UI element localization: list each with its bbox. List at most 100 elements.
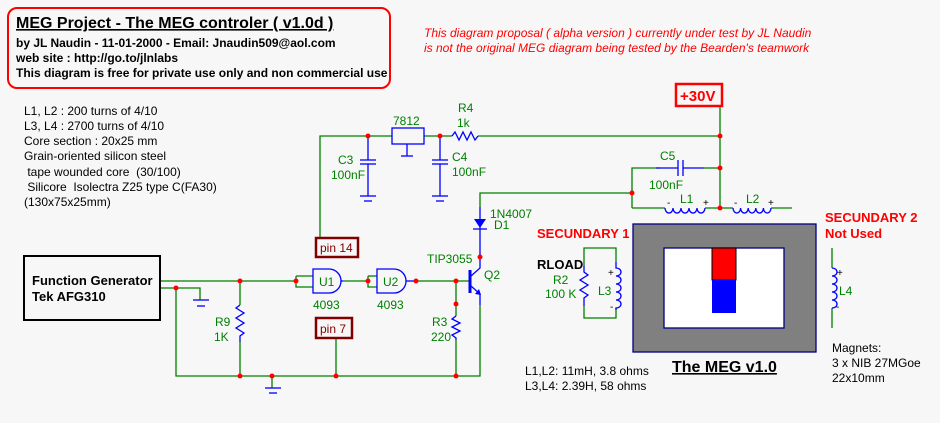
label-d1: D1 — [494, 218, 510, 232]
function-generator-label: Function Generator — [32, 273, 153, 288]
magnet-south — [712, 280, 736, 313]
magnets-note: 22x10mm — [832, 371, 885, 385]
disclaimer-line: This diagram proposal ( alpha version ) … — [424, 26, 812, 40]
label-l2: L2 — [746, 192, 760, 206]
junction-dot — [453, 373, 459, 379]
label-7812: 7812 — [393, 114, 420, 128]
label-r3-value: 220 — [431, 330, 451, 344]
junction-dot — [413, 278, 419, 284]
label-u2: U2 — [383, 275, 399, 289]
magnet-north — [711, 247, 737, 281]
capacitor-c4 — [432, 136, 448, 202]
l3-minus: - — [610, 302, 613, 313]
secondary2-status: Not Used — [825, 226, 882, 241]
label-q2-part: TIP3055 — [427, 252, 473, 266]
ground-icon — [193, 299, 209, 307]
pin14-label: pin 14 — [320, 241, 353, 255]
label-u1-part: 4093 — [313, 298, 340, 312]
junction-nodes — [173, 133, 723, 379]
resistor-r2 — [578, 266, 590, 306]
resistor-r9 — [234, 304, 246, 342]
label-r4: R4 — [458, 101, 474, 115]
gate-u1 — [312, 268, 342, 294]
label-r3: R3 — [432, 315, 448, 329]
resistor-r3 — [450, 315, 462, 340]
rload-label: RLOAD — [537, 257, 583, 272]
disclaimer-line: is not the original MEG diagram being te… — [424, 41, 810, 55]
label-l3: L3 — [598, 284, 612, 298]
junction-dot — [477, 254, 483, 260]
junction-dot — [437, 133, 443, 139]
header-website: web site : http://go.to/jlnlabs — [15, 51, 178, 65]
inductance-note: L1,L2: 11mH, 3.8 ohms — [525, 364, 649, 378]
l2-minus: - — [734, 198, 737, 209]
pin14-box — [314, 236, 360, 259]
junction-dot — [717, 165, 723, 171]
label-c4-value: 100nF — [452, 165, 486, 179]
gate-u2 — [376, 268, 407, 294]
junction-dot — [629, 190, 635, 196]
magnets-note: Magnets: — [832, 341, 881, 355]
secondary1-label: SECUNDARY 1 — [537, 226, 629, 241]
junction-dot — [453, 278, 459, 284]
regulator-7812 — [391, 127, 425, 145]
label-r2: R2 — [553, 273, 569, 287]
label-u1: U1 — [319, 275, 335, 289]
ground-icon — [265, 387, 281, 394]
inductor-l3 — [615, 262, 622, 310]
supply-label: +30V — [680, 88, 715, 105]
diode-d1 — [473, 207, 487, 257]
junction-dot — [293, 278, 299, 284]
junction-dot — [717, 205, 723, 211]
spec-line: (130x75x25mm) — [24, 195, 111, 209]
pin7-box — [314, 316, 354, 340]
label-c4: C4 — [452, 150, 468, 164]
capacitor-c5 — [656, 160, 704, 176]
junction-dot — [237, 278, 243, 284]
junction-dot — [333, 373, 339, 379]
label-l4: L4 — [839, 284, 853, 298]
label-l1: L1 — [680, 192, 694, 206]
capacitor-c3 — [360, 136, 376, 202]
l2-plus: + — [768, 198, 774, 209]
label-r4-value: 1k — [457, 116, 471, 130]
label-c3-value: 100nF — [331, 168, 365, 182]
junction-dot — [453, 301, 459, 307]
pin7-label: pin 7 — [320, 322, 346, 336]
spec-line: tape wounded core (30/100) — [24, 165, 181, 179]
label-q2: Q2 — [484, 268, 500, 282]
label-c5: C5 — [660, 149, 676, 163]
label-d1-part: 1N4007 — [490, 207, 532, 221]
transistor-q2 — [468, 257, 481, 305]
inductor-l2 — [732, 207, 772, 214]
specs-notes: L1, L2 : 200 turns of 4/10 L3, L4 : 2700… — [24, 104, 217, 209]
components — [193, 127, 838, 394]
label-r2-value: 100 K — [545, 287, 576, 301]
l4-plus: + — [837, 268, 843, 279]
secondary2-label: SECUNDARY 2 — [825, 210, 917, 225]
header-box — [7, 7, 391, 89]
l4-minus: - — [836, 302, 839, 313]
magnets-note: 3 x NIB 27MGoe — [832, 356, 921, 370]
junction-dot — [365, 133, 371, 139]
spec-line: L3, L4 : 2700 turns of 4/10 — [24, 119, 164, 133]
supply-box — [674, 82, 724, 108]
l1-minus: - — [667, 198, 670, 209]
inductance-note: L3,L4: 2.39H, 58 ohms — [525, 379, 646, 393]
label-c3: C3 — [338, 153, 354, 167]
label-r9-value: 1K — [214, 330, 229, 344]
function-generator-box — [23, 255, 161, 321]
label-r9: R9 — [215, 315, 231, 329]
junction-dot — [237, 373, 243, 379]
l1-plus: + — [703, 198, 709, 209]
junction-dot — [365, 278, 371, 284]
spec-line: Grain-oriented silicon steel — [24, 149, 166, 163]
spec-line: L1, L2 : 200 turns of 4/10 — [24, 104, 158, 118]
label-u2-part: 4093 — [377, 298, 404, 312]
header-license: This diagram is free for private use onl… — [16, 66, 388, 80]
l3-plus: + — [608, 268, 614, 279]
meg-label: The MEG v1.0 — [672, 359, 777, 376]
meg-core — [632, 223, 817, 353]
header-title: MEG Project - The MEG controler ( v1.0d … — [16, 15, 333, 32]
